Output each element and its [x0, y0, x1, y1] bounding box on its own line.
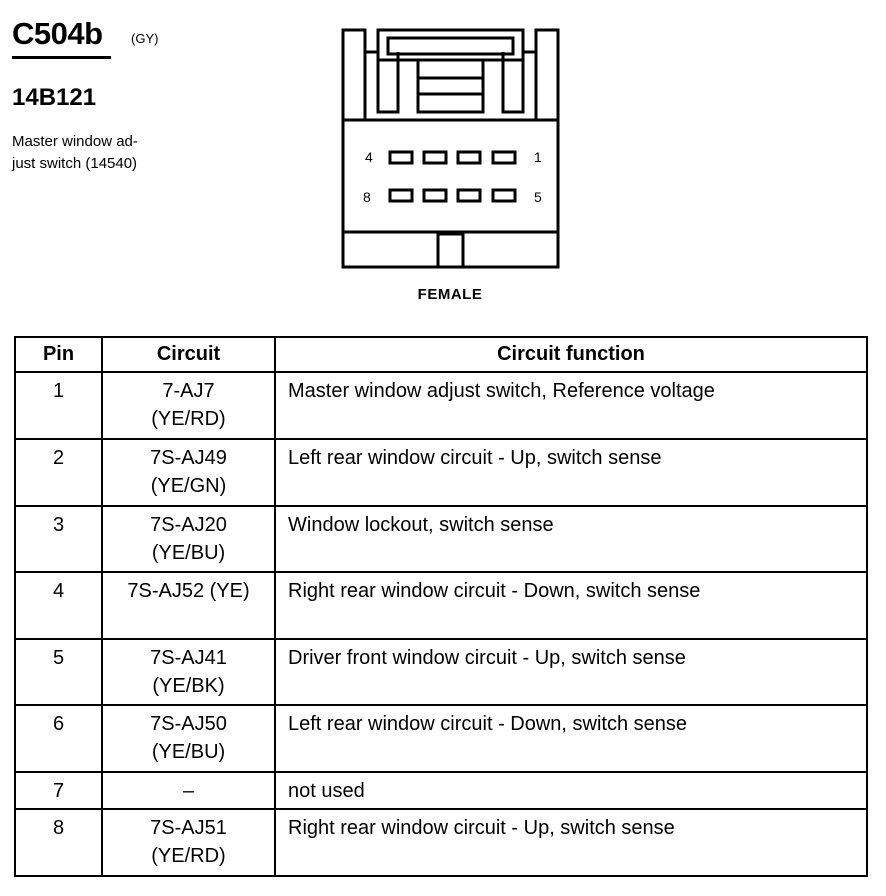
circuit-function: not used — [274, 771, 868, 810]
part-number: 14B121 — [12, 84, 97, 111]
table-row: 6 7S-AJ50 (YE/BU) Left rear window circuit … — [14, 704, 868, 773]
left-guide — [365, 50, 400, 114]
table-body: 1 7-AJ7 (YE/RD) Master window adjust switch… — [14, 371, 868, 877]
circuit-cell: 7S-AJ41 (YE/BK) — [101, 638, 276, 706]
right-guide — [501, 50, 536, 114]
pin-number: 1 — [14, 371, 103, 440]
circuit-function: Right rear window circuit - Up, switch s… — [274, 808, 868, 877]
circuit-id: 7S-AJ20 — [150, 514, 227, 536]
circuit-function: Left rear window circuit - Down, switch … — [274, 704, 868, 773]
header-circuit: Circuit — [101, 336, 276, 373]
circuit-id: 7S-AJ52 (YE) — [127, 580, 250, 602]
header-circuit-function: Circuit function — [274, 336, 868, 373]
wire-color: (YE/BU) — [151, 542, 226, 564]
wire-color: (YE/GN) — [150, 475, 227, 497]
table-row: 5 7S-AJ41 (YE/BK) Driver front window circu… — [14, 638, 868, 706]
pin-cavity-1 — [491, 150, 517, 165]
circuit-cell: 7S-AJ51 (YE/RD) — [101, 808, 276, 877]
table-row: 3 7S-AJ20 (YE/BU) Window lockout, switch se… — [14, 505, 868, 573]
connector-id: C504b — [12, 16, 103, 51]
pin-number: 4 — [14, 571, 103, 640]
pin-cavity-6 — [456, 188, 482, 203]
right-lock-tab — [534, 28, 560, 122]
description-line-1: Master window ad- — [12, 133, 138, 150]
pin-cavity-2 — [456, 150, 482, 165]
circuit-function: Window lockout, switch sense — [274, 505, 868, 573]
center-latch — [416, 58, 485, 114]
pin-number: 2 — [14, 438, 103, 507]
pin-label-top-left: 4 — [365, 149, 373, 165]
table-row: 4 7S-AJ52 (YE) Right rear window circuit -… — [14, 571, 868, 640]
connector-face-diagram: 4 1 8 5 — [341, 28, 560, 269]
pin-number: 3 — [14, 505, 103, 573]
pin-cavity-3 — [422, 150, 448, 165]
pin-label-bottom-right: 5 — [534, 189, 542, 205]
circuit-function: Left rear window circuit - Up, switch se… — [274, 438, 868, 507]
circuit-function: Master window adjust switch, Reference v… — [274, 371, 868, 440]
gender-label: FEMALE — [417, 286, 483, 303]
connector-id-underline — [12, 56, 111, 59]
pin-number: 6 — [14, 704, 103, 773]
latch-inner — [386, 36, 515, 56]
pin-cavity-8 — [388, 188, 414, 203]
header-pin: Pin — [14, 336, 103, 373]
circuit-cell: 7-AJ7 (YE/RD) — [101, 371, 276, 440]
table-header-row: Pin Circuit Circuit function — [14, 336, 868, 373]
circuit-id: 7S-AJ50 — [150, 713, 227, 735]
circuit-cell: 7S-AJ50 (YE/BU) — [101, 704, 276, 773]
circuit-function: Driver front window circuit - Up, switch… — [274, 638, 868, 706]
table-row: 2 7S-AJ49 (YE/GN) Left rear window circuit … — [14, 438, 868, 507]
pin-number: 7 — [14, 771, 103, 810]
pin-label-bottom-left: 8 — [363, 189, 371, 205]
table-row: 7 – not used — [14, 771, 868, 810]
circuit-cell: – — [101, 771, 276, 810]
circuit-cell: 7S-AJ49 (YE/GN) — [101, 438, 276, 507]
wire-color: (YE/RD) — [151, 408, 226, 430]
circuit-id: 7S-AJ49 — [150, 447, 227, 469]
pin-number: 5 — [14, 638, 103, 706]
table-row: 8 7S-AJ51 (YE/RD) Right rear window circuit… — [14, 808, 868, 877]
wire-color: (YE/RD) — [151, 845, 226, 867]
connector-body — [341, 118, 560, 269]
pin-number: 8 — [14, 808, 103, 877]
connector-color: (GY) — [131, 31, 159, 46]
circuit-id: 7S-AJ51 — [150, 817, 227, 839]
table-row: 1 7-AJ7 (YE/RD) Master window adjust switch… — [14, 371, 868, 440]
circuit-id: – — [182, 780, 195, 802]
circuit-function: Right rear window circuit - Down, switch… — [274, 571, 868, 640]
pinout-table: Pin Circuit Circuit function 1 7-AJ7 (YE/R… — [14, 336, 868, 877]
wire-color: (YE/BK) — [152, 675, 225, 697]
pin-cavity-7 — [422, 188, 448, 203]
pin-cavity-4 — [388, 150, 414, 165]
pin-cavity-5 — [491, 188, 517, 203]
circuit-id: 7-AJ7 — [162, 380, 215, 402]
pin-label-top-right: 1 — [534, 149, 542, 165]
circuit-cell: 7S-AJ20 (YE/BU) — [101, 505, 276, 573]
circuit-cell: 7S-AJ52 (YE) — [101, 571, 276, 640]
wire-color: (YE/BU) — [151, 741, 226, 763]
circuit-id: 7S-AJ41 — [150, 647, 227, 669]
connector-description: Master window ad- just switch (14540) — [12, 131, 172, 175]
left-lock-tab — [341, 28, 367, 122]
description-line-2: just switch (14540) — [12, 155, 138, 172]
